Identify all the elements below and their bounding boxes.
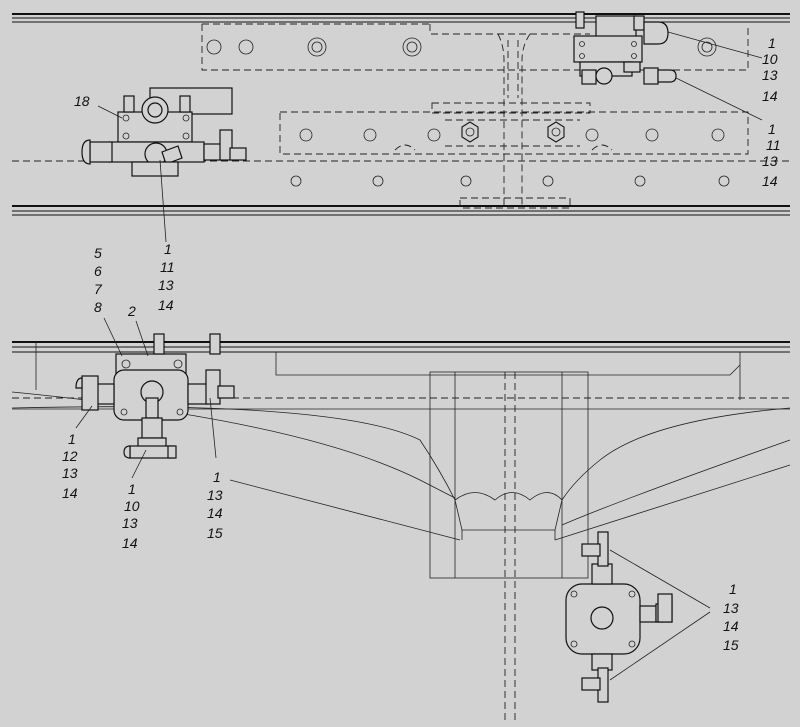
- callout-label: 1: [768, 121, 776, 137]
- callout-mid-right: 1 13 14 15: [207, 469, 223, 541]
- callout-label: 10: [762, 51, 778, 67]
- valve-bottom-right: [565, 531, 673, 703]
- callout-label: 14: [762, 173, 778, 189]
- callout-18: 18: [74, 93, 90, 109]
- callout-label: 1: [729, 581, 737, 597]
- callout-label: 10: [124, 498, 140, 514]
- callout-bottom-right: 1 13 14 15: [723, 581, 739, 653]
- callout-label: 13: [762, 67, 778, 83]
- callout-label: 13: [762, 153, 778, 169]
- callout-label: 1: [213, 469, 221, 485]
- valve-top-right: [573, 11, 677, 85]
- callout-label: 5: [94, 245, 102, 261]
- callout-label: 13: [207, 487, 223, 503]
- callout-label: 13: [122, 515, 138, 531]
- leader-lines: [75, 31, 763, 681]
- callout-label: 15: [723, 637, 739, 653]
- callout-top-right-b: 1 11 13 14: [762, 121, 781, 189]
- callout-label: 13: [723, 600, 739, 616]
- bottom-frame-rails: [12, 341, 790, 410]
- callout-top-left-below: 1 11 13 14: [158, 241, 175, 313]
- callout-label: 1: [768, 35, 776, 51]
- top-frame-rails: [12, 13, 790, 216]
- cross-member: [431, 33, 591, 209]
- callout-label: 14: [723, 618, 739, 634]
- callout-mid-left: 1 12 13 14: [62, 431, 78, 501]
- callout-top-right-a: 1 10 13 14: [762, 35, 778, 104]
- callout-label: 14: [158, 297, 174, 313]
- callout-2: 2: [127, 303, 136, 319]
- callout-label: 14: [762, 88, 778, 104]
- callout-label: 14: [62, 485, 78, 501]
- callout-label: 11: [160, 259, 175, 275]
- valve-middle: [75, 333, 235, 459]
- callout-label: 1: [68, 431, 76, 447]
- callout-label: 12: [62, 448, 78, 464]
- callout-label: 8: [94, 299, 102, 315]
- callout-label: 6: [94, 263, 102, 279]
- callout-label: 14: [122, 535, 138, 551]
- callout-label: 7: [94, 281, 103, 297]
- lower-bracket-plate: [279, 111, 749, 187]
- callout-label: 13: [158, 277, 174, 293]
- callout-label: 14: [207, 505, 223, 521]
- valve-top-left: [81, 87, 247, 177]
- callout-label: 1: [164, 241, 172, 257]
- callout-mid-below: 1 10 13 14: [122, 481, 140, 551]
- callout-label: 13: [62, 465, 78, 481]
- callout-label: 11: [766, 137, 781, 153]
- callout-mid-stack: 5 6 7 8: [94, 245, 103, 315]
- bottom-cross-member: [11, 371, 791, 720]
- callout-label: 15: [207, 525, 223, 541]
- callout-label: 1: [128, 481, 136, 497]
